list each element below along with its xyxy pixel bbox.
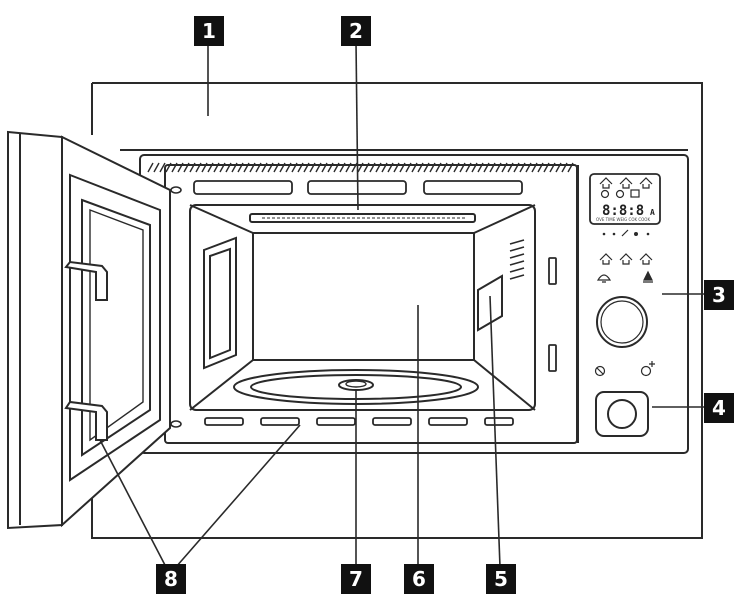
callout-6-label: 6 [412,567,426,591]
callout-4-label: 4 [712,396,726,420]
callout-3-label: 3 [712,283,726,307]
oven-cavity [189,204,536,411]
callout-5-label: 5 [494,567,508,591]
callout-8: 8 [156,564,186,594]
mode-button-1[interactable] [599,253,613,265]
mode-button-2[interactable] [619,253,633,265]
bottom-slots [204,417,514,426]
right-side-grille [509,239,525,280]
dial-side-icons [594,361,655,377]
door-hinges [170,186,182,428]
callout-7: 7 [341,564,371,594]
defrost-icon[interactable] [643,270,653,283]
leader-lines [99,41,706,568]
mode-buttons[interactable] [596,253,653,283]
lcd-suffix: A [650,208,655,217]
cavity-side-window [203,236,237,370]
latch-holes [548,257,557,372]
control-dial[interactable] [596,296,648,348]
callout-1: 1 [194,16,224,46]
callout-5: 5 [486,564,516,594]
start-icon[interactable] [640,365,652,377]
door-release-button[interactable] [595,391,649,437]
top-slots [193,180,523,195]
callout-3: 3 [704,280,734,310]
callout-1-label: 1 [202,19,216,43]
callout-7-label: 7 [349,567,363,591]
top-vent-grille [147,162,574,173]
stop-icon[interactable] [594,365,606,377]
control-icons-top [599,177,653,189]
callout-8-label: 8 [164,567,178,591]
indicator-dots [602,229,650,237]
mode-button-3[interactable] [639,253,653,265]
lcd-display: 8:8:8 A OVE TIME WEIG COK COOK [589,173,661,225]
callout-2-label: 2 [349,19,363,43]
callout-6: 6 [404,564,434,594]
callout-4: 4 [704,393,734,423]
open-door [7,130,171,530]
lcd-mode-strip: OVE TIME WEIG COK COOK [596,217,650,222]
lcd-digits: 8:8:8 [602,203,644,219]
cabinet-frame [91,82,703,539]
callout-2: 2 [341,16,371,46]
bell-icon[interactable] [596,274,612,283]
